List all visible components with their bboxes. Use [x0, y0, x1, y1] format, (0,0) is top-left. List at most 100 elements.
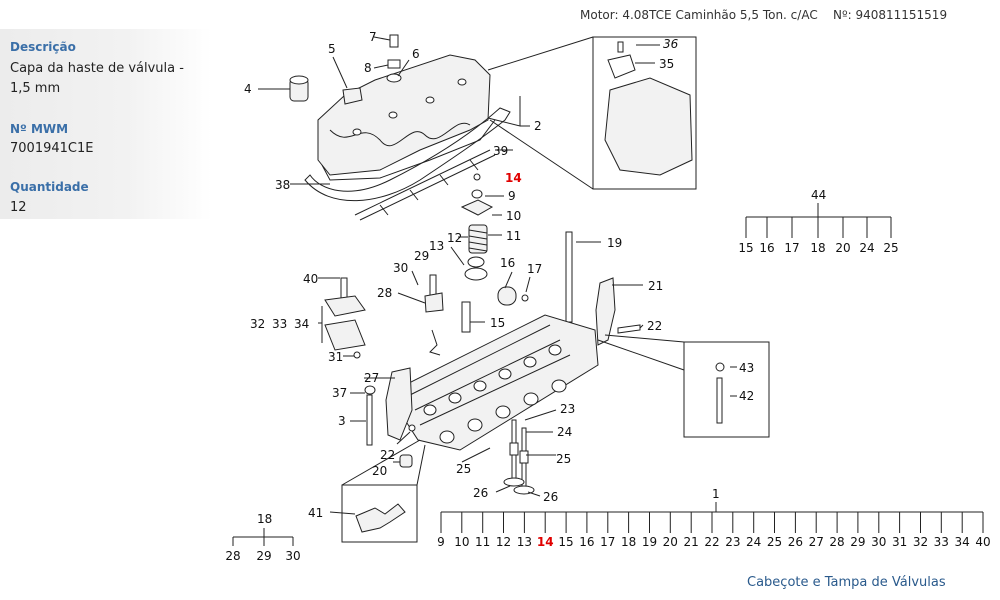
callout-7: 7 [369, 30, 377, 44]
callout-39: 39 [493, 144, 508, 158]
callout-25-right: 25 [556, 452, 571, 466]
valves-drawing[interactable] [503, 419, 535, 495]
group1-item-29: 29 [850, 535, 865, 549]
catalog-number: Nº: 940811151519 [832, 8, 948, 22]
callout-32: 32 [250, 317, 265, 331]
engine-model: Motor: 4.08TCE Caminhão 5,5 Ton. c/AC [580, 8, 818, 22]
callout-13: 13 [429, 239, 444, 253]
cover-bolt-drawing[interactable] [386, 34, 402, 83]
group1-item-23: 23 [725, 535, 740, 549]
callout-10: 10 [506, 209, 521, 223]
group1-item-24: 24 [746, 535, 761, 549]
group1-item-9: 9 [437, 535, 445, 549]
quantity-value: 12 [10, 200, 27, 215]
valve-cover-drawing[interactable] [304, 54, 511, 202]
support-bracket-drawing[interactable] [324, 277, 366, 359]
small-bolt-drawing[interactable] [617, 324, 641, 334]
diagram-title: Cabeçote e Tampa de Válvulas [747, 575, 946, 590]
callout-20: 20 [372, 464, 387, 478]
callout-28: 28 [377, 286, 392, 300]
callout-43: 43 [739, 361, 754, 375]
injector-clamp-drawing[interactable] [424, 274, 444, 356]
group44-item-17: 17 [784, 241, 799, 255]
callout-12: 12 [447, 231, 462, 245]
dowel-drawing[interactable] [408, 424, 416, 432]
head-bolt-drawing[interactable] [366, 394, 373, 446]
callout-3: 3 [338, 414, 346, 428]
group44-item-20: 20 [835, 241, 850, 255]
group1-item-21: 21 [684, 535, 699, 549]
callout-8: 8 [364, 61, 372, 75]
description-value: Capa da haste de válvula - 1,5 mm [10, 61, 184, 96]
group1-item-15: 15 [558, 535, 573, 549]
group1-item-34: 34 [955, 535, 970, 549]
group1-item-12: 12 [496, 535, 511, 549]
callout-15: 15 [490, 316, 505, 330]
callout-30: 30 [393, 261, 408, 275]
callout-33: 33 [272, 317, 287, 331]
engine-header: Motor: 4.08TCE Caminhão 5,5 Ton. c/AC Nº… [580, 8, 947, 22]
group1-item-25: 25 [767, 535, 782, 549]
quantity-label: Quantidade [10, 180, 89, 194]
group44-item-24: 24 [859, 241, 874, 255]
callout-29: 29 [414, 249, 429, 263]
group1-item-28: 28 [829, 535, 844, 549]
callout-9: 9 [508, 189, 516, 203]
end-plate-drawing[interactable] [385, 367, 413, 441]
group1-item-11: 11 [475, 535, 490, 549]
long-bolt-drawing[interactable] [565, 231, 573, 323]
callout-labels: 7 5 6 8 4 2 39 38 14 9 10 11 12 13 19 16… [244, 30, 826, 526]
callout-44: 44 [811, 188, 826, 202]
callout-17: 17 [527, 262, 542, 276]
callout-26-right: 26 [543, 490, 558, 504]
callout-18: 18 [257, 512, 272, 526]
mwm-number-value: 7001941C1E [10, 141, 94, 156]
callout-14-highlight: 14 [505, 171, 522, 185]
callout-6: 6 [412, 47, 420, 61]
valve-spring-assembly[interactable] [460, 173, 494, 281]
pad-drawing[interactable] [342, 87, 363, 105]
callout-42: 42 [739, 389, 754, 403]
group18-bracket [232, 528, 294, 546]
washer-drawing[interactable] [364, 385, 376, 395]
callout-22-left: 22 [380, 448, 395, 462]
group1-item-13: 13 [517, 535, 532, 549]
callout-11: 11 [506, 229, 521, 243]
callout-38: 38 [275, 178, 290, 192]
group1-item-18: 18 [621, 535, 636, 549]
gasket-strip[interactable] [354, 149, 496, 221]
group44-item-18: 18 [810, 241, 825, 255]
callout-41: 41 [308, 506, 323, 520]
callout-1: 1 [712, 487, 720, 501]
callout-36: 36 [663, 37, 679, 51]
group1-item-40: 40 [975, 535, 990, 549]
group1-item-26: 26 [788, 535, 803, 549]
callout-35: 35 [659, 57, 674, 71]
lifting-bracket-drawing[interactable] [595, 277, 616, 346]
group1-item-10: 10 [454, 535, 469, 549]
part-info-panel: Descrição Capa da haste de válvula - 1,5… [0, 29, 212, 219]
callout-5: 5 [328, 42, 336, 56]
group1-bracket [440, 502, 984, 533]
group18-item-29: 29 [256, 549, 271, 563]
group44-bracket [745, 203, 892, 238]
temperature-sensor-box [341, 439, 426, 543]
callout-4: 4 [244, 82, 252, 96]
callout-31: 31 [328, 350, 343, 364]
plug-drawing[interactable] [399, 454, 413, 468]
group1-item-17: 17 [600, 535, 615, 549]
tappet-drawing[interactable] [461, 286, 529, 333]
group18-item-30: 30 [285, 549, 300, 563]
callout-24: 24 [557, 425, 572, 439]
group1-item-20: 20 [663, 535, 678, 549]
group44-item-15: 15 [738, 241, 753, 255]
group44-item-25: 25 [883, 241, 898, 255]
group1-item-14: 14 [537, 535, 554, 549]
description-label: Descrição [10, 40, 76, 54]
group1-item-19: 19 [642, 535, 657, 549]
callout-27: 27 [364, 371, 379, 385]
oil-cap-drawing[interactable] [289, 75, 309, 102]
callout-22-right: 22 [647, 319, 662, 333]
